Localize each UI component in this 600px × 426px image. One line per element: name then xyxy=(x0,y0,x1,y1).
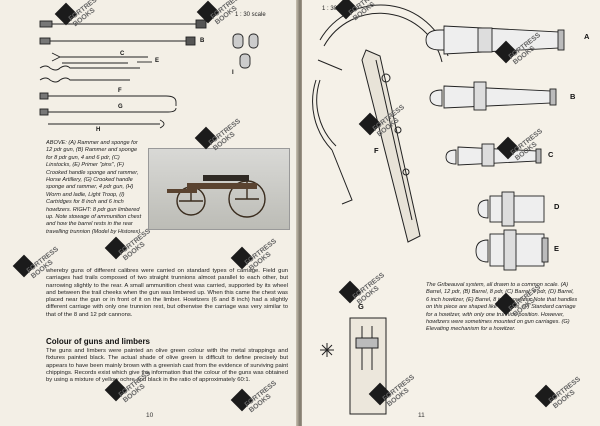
book-gutter xyxy=(296,0,304,426)
figure-label-b: B xyxy=(570,92,576,101)
carriage-body-text: whereby guns of different calibres were … xyxy=(46,268,288,318)
tool-label-e: E xyxy=(155,58,160,64)
gribeauval-caption: The Gribeauval system, all drawn to a co… xyxy=(426,282,578,333)
tools-caption: ABOVE: (A) Rammer and sponge for 12 pdr … xyxy=(46,140,142,235)
tool-label-i: I xyxy=(232,70,234,76)
gribeauval-carriage-illustration xyxy=(312,4,565,415)
tool-label-f: F xyxy=(118,88,122,94)
figure-label-f: F xyxy=(374,146,379,155)
tool-label-b: B xyxy=(200,38,205,44)
colour-section-heading: Colour of guns and limbers xyxy=(46,337,151,346)
figure-label-c: C xyxy=(548,150,554,159)
left-page: 1 : 30 scale xyxy=(0,0,298,426)
tool-label-h: H xyxy=(96,127,101,133)
right-page: 1 : 30 scale xyxy=(302,0,600,426)
tool-label-c: C xyxy=(120,51,125,57)
limbered-gun-photo xyxy=(148,148,290,230)
colour-body-text: The guns and limbers were painted an oli… xyxy=(46,348,288,384)
tool-label-g: G xyxy=(118,104,123,110)
figure-label-d: D xyxy=(554,202,560,211)
figure-label-e: E xyxy=(554,244,560,253)
artillery-tools-illustration xyxy=(39,19,259,129)
figure-label-a: A xyxy=(584,32,590,41)
scale-label-left: 1 : 30 scale xyxy=(235,12,266,18)
figure-label-g: G xyxy=(358,302,364,311)
cannon-model-image xyxy=(167,175,266,218)
page-number-left: 10 xyxy=(146,412,154,419)
page-number-right: 11 xyxy=(418,412,425,419)
